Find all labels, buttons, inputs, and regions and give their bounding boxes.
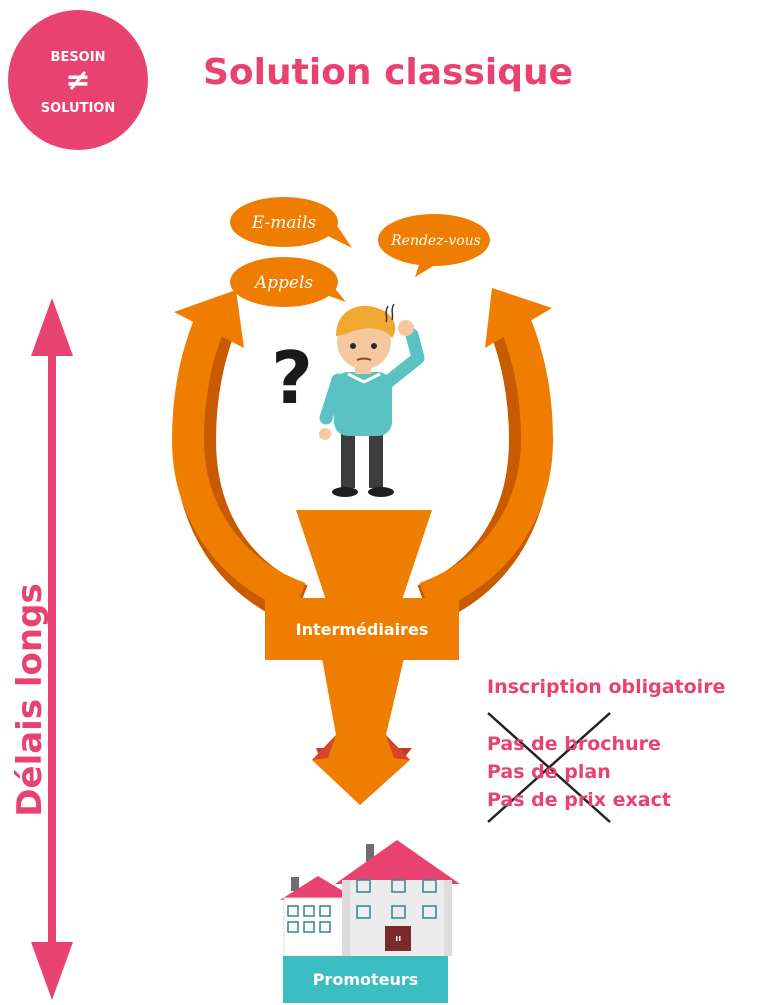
crossed-note-plan: Pas de plan [487, 761, 611, 783]
page-title: Solution classique [203, 52, 574, 93]
question-mark-icon: ? [271, 336, 313, 420]
double-arrow-icon [31, 298, 73, 1000]
appels-bubble-text: Appels [253, 273, 314, 293]
intermediaries-label: Intermédiaires [265, 598, 459, 660]
inscription-note: Inscription obligatoire [487, 676, 726, 698]
funnel-shape [296, 510, 432, 805]
left-curved-arrow [171, 290, 309, 625]
cross-out-x-icon [487, 712, 611, 823]
not-equal-icon: ≠ [65, 63, 91, 98]
badge-bottom-text: SOLUTION [40, 101, 116, 116]
promoters-label: Promoteurs [283, 956, 448, 1003]
crossed-note-brochure: Pas de brochure [487, 733, 661, 755]
emails-bubble-text: E-mails [251, 213, 317, 233]
right-curved-arrow [416, 288, 554, 625]
rendezvous-bubble [378, 214, 490, 277]
confused-person-illustration [319, 303, 425, 497]
besoin-solution-badge: BESOIN ≠ SOLUTION [8, 10, 148, 150]
appels-bubble [230, 257, 346, 307]
houses-illustration [280, 840, 460, 957]
delay-label: Délais longs [10, 583, 50, 817]
emails-bubble [230, 197, 352, 248]
badge-top-text: BESOIN [50, 50, 106, 65]
rendezvous-bubble-text: Rendez-vous [390, 233, 481, 249]
crossed-note-price: Pas de prix exact [487, 789, 671, 811]
